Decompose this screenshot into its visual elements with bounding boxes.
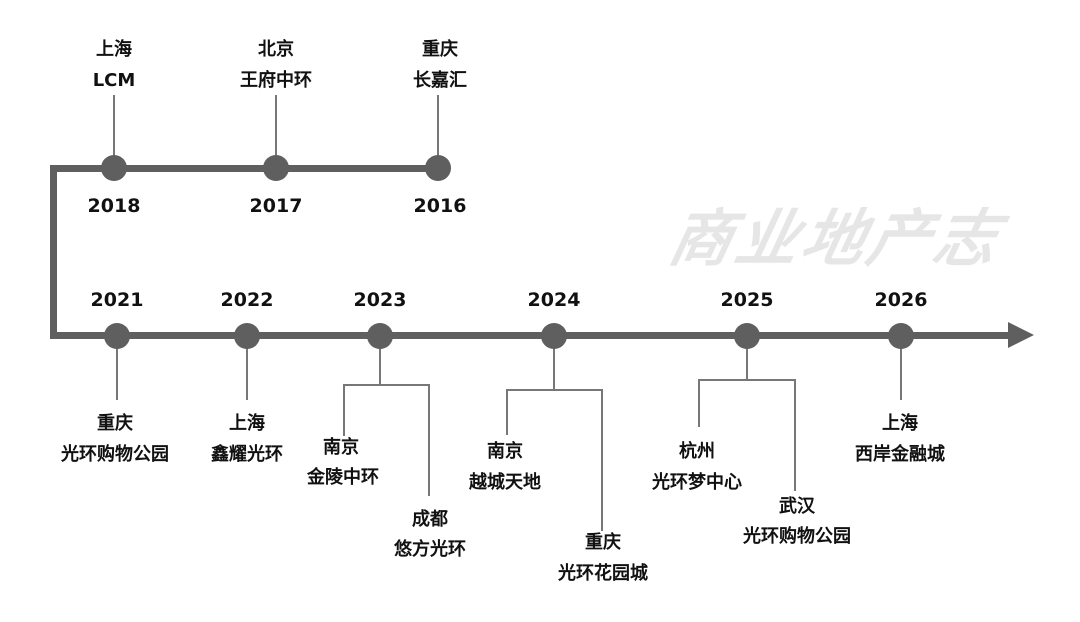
year-label: 2025 — [720, 289, 774, 311]
project-label: 西岸金融城 — [855, 444, 945, 465]
arrow-head-icon — [1008, 322, 1034, 348]
bottom-timeline-line — [50, 332, 1012, 339]
city-label: 成都 — [412, 509, 448, 530]
city-label: 南京 — [487, 441, 523, 462]
timeline-dot — [367, 323, 393, 349]
timeline-dot — [425, 155, 451, 181]
stem — [379, 335, 381, 385]
timeline-dot — [234, 323, 260, 349]
branch — [698, 379, 700, 427]
stem — [246, 335, 248, 400]
year-label: 2022 — [220, 289, 274, 311]
stem — [275, 95, 277, 165]
watermark: 商业地产志 — [663, 202, 1009, 275]
city-label: 重庆 — [422, 39, 458, 60]
project-label: LCM — [92, 70, 136, 91]
stem — [900, 335, 902, 400]
year-label: 2024 — [527, 289, 581, 311]
stem — [437, 95, 439, 165]
branch — [601, 389, 603, 531]
project-label: 长嘉汇 — [413, 70, 467, 91]
branch — [794, 379, 796, 491]
city-label: 上海 — [229, 413, 265, 434]
city-label: 南京 — [323, 437, 359, 458]
timeline-dot — [541, 323, 567, 349]
project-label: 光环购物公园 — [61, 444, 169, 465]
year-label: 2023 — [353, 289, 407, 311]
city-label: 北京 — [258, 39, 294, 60]
project-label: 越城天地 — [469, 472, 541, 493]
stem — [116, 335, 118, 400]
year-label: 2016 — [413, 195, 467, 217]
connector-line — [50, 165, 57, 339]
city-label: 重庆 — [585, 532, 621, 553]
branch — [428, 384, 430, 496]
project-label: 鑫耀光环 — [211, 444, 283, 465]
project-label: 王府中环 — [240, 70, 312, 91]
top-timeline-line — [50, 165, 442, 172]
city-label: 武汉 — [779, 496, 815, 517]
city-label: 上海 — [96, 39, 132, 60]
city-label: 重庆 — [97, 413, 133, 434]
branch — [506, 389, 603, 391]
branch — [343, 384, 430, 386]
year-label: 2021 — [90, 289, 144, 311]
stem — [746, 335, 748, 380]
branch — [506, 389, 508, 435]
year-label: 2017 — [249, 195, 303, 217]
branch — [698, 379, 796, 381]
timeline-dot — [104, 323, 130, 349]
timeline-dot — [263, 155, 289, 181]
project-label: 悠方光环 — [394, 539, 466, 560]
city-label: 上海 — [882, 413, 918, 434]
timeline-dot — [734, 323, 760, 349]
project-label: 光环花园城 — [558, 563, 648, 584]
branch — [343, 384, 345, 436]
year-label: 2018 — [87, 195, 141, 217]
project-label: 光环购物公园 — [743, 526, 851, 547]
year-label: 2026 — [874, 289, 928, 311]
city-label: 杭州 — [679, 441, 715, 462]
project-label: 金陵中环 — [307, 467, 379, 488]
stem — [553, 335, 555, 390]
timeline-dot — [888, 323, 914, 349]
timeline-dot — [101, 155, 127, 181]
stem — [113, 95, 115, 165]
project-label: 光环梦中心 — [652, 472, 742, 493]
